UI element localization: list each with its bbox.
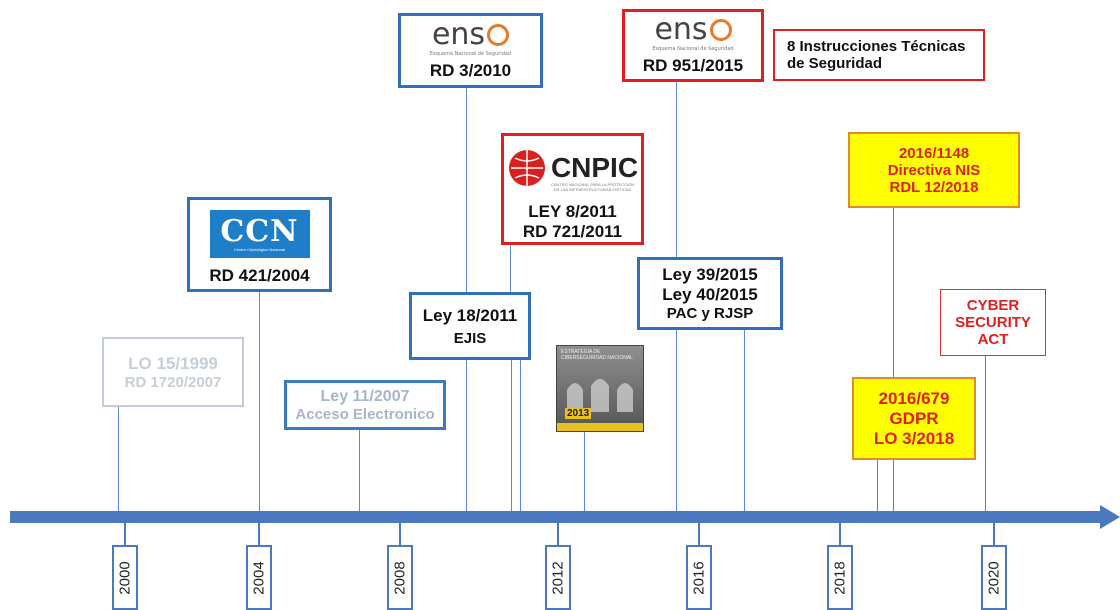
csa-line2: SECURITY (955, 314, 1031, 331)
connector-book (584, 430, 585, 511)
cover-title: ESTRATEGIA DE CIBERSEGURIDAD NACIONAL (557, 346, 643, 361)
timeline-arrow-icon (1100, 505, 1120, 529)
year-text-2004: 2004 (251, 561, 268, 594)
year-label-2012: 2012 (545, 545, 571, 610)
tick-2016 (698, 523, 700, 545)
connector-ley39 (744, 328, 745, 511)
year-label-2020: 2020 (981, 545, 1007, 610)
ley11-line1: Ley 11/2007 (321, 388, 410, 406)
connector-gdpr (877, 460, 878, 511)
gdpr-box: 2016/679 GDPR LO 3/2018 (852, 377, 976, 460)
connector-lo1999 (118, 406, 119, 511)
ley18-line1: Ley 18/2011 (423, 306, 518, 326)
tick-2012 (557, 523, 559, 545)
ccn-logo-text: CCN (220, 217, 298, 247)
nis-line3: RDL 12/2018 (890, 179, 979, 196)
lo1999-line1: LO 15/1999 (128, 354, 218, 374)
year-label-2000: 2000 (112, 545, 138, 610)
nis-box: 2016/1148 Directiva NIS RDL 12/2018 (848, 132, 1020, 208)
year-text-2016: 2016 (691, 561, 708, 594)
nis-line2: Directiva NIS (888, 162, 981, 179)
ley39-line3: PAC y RJSP (667, 305, 753, 322)
ens-logo-sub-2015: Esquema Nacional de Seguridad (652, 47, 733, 52)
tick-2018 (839, 523, 841, 545)
ley11-box: Ley 11/2007 Acceso Electronico (284, 380, 446, 430)
lo1999-box: LO 15/1999 RD 1720/2007 (102, 337, 244, 407)
year-text-2000: 2000 (117, 561, 134, 594)
cnpic-box: CNPIC CENTRO NACIONAL PARA LA PROTECCIÓN… (501, 133, 644, 245)
gdpr-line1: 2016/679 (879, 389, 950, 409)
ley39-line1: Ley 39/2015 (662, 265, 757, 285)
connector-ccn (259, 290, 260, 511)
ccn-label: RD 421/2004 (209, 266, 309, 286)
year-text-2012: 2012 (550, 561, 567, 594)
year-text-2008: 2008 (392, 561, 409, 594)
ens-logo-circle-icon-2015 (710, 19, 732, 41)
cover-arches-icon (557, 372, 643, 412)
year-label-2016: 2016 (686, 545, 712, 610)
csa-line1: CYBER (967, 297, 1020, 314)
strategy-2013-cover: ESTRATEGIA DE CIBERSEGURIDAD NACIONAL 20… (556, 345, 644, 432)
ens-logo: ens Esquema Nacional de Seguridad (430, 20, 511, 57)
connector-cnpic-b (520, 358, 521, 511)
tick-2020 (993, 523, 995, 545)
ley11-line2: Acceso Electronico (295, 406, 434, 423)
gdpr-line2: GDPR (889, 409, 938, 429)
year-text-2018: 2018 (832, 561, 849, 594)
tick-2004 (258, 523, 260, 545)
ley39-line2: Ley 40/2015 (662, 285, 757, 305)
tick-2008 (399, 523, 401, 545)
ens2015-box: ens Esquema Nacional de Seguridad RD 951… (622, 9, 764, 82)
cover-band (557, 423, 643, 431)
ens2015-label: RD 951/2015 (643, 56, 743, 76)
ens2010-label: RD 3/2010 (430, 61, 511, 81)
nis-line1: 2016/1148 (899, 145, 969, 162)
connector-ley11 (359, 430, 360, 511)
ccn-logo: CCN Centro Criptológico Nacional (210, 210, 310, 258)
year-label-2004: 2004 (246, 545, 272, 610)
instrucciones-box: 8 Instrucciones Técnicas de Seguridad (773, 29, 985, 81)
csa-line3: ACT (978, 331, 1009, 348)
timeline-axis (10, 511, 1102, 523)
ley18-box: Ley 18/2011 EJIS (409, 292, 531, 360)
year-label-2018: 2018 (827, 545, 853, 610)
instrucciones-line1: 8 Instrucciones Técnicas (787, 38, 965, 55)
year-text-2020: 2020 (986, 561, 1003, 594)
ccn-logo-sub: Centro Criptológico Nacional (234, 247, 285, 252)
csa-box: CYBER SECURITY ACT (940, 289, 1046, 356)
cnpic-globe-icon (507, 148, 547, 188)
ens-logo-text: ens (432, 17, 485, 52)
ens2010-box: ens Esquema Nacional de Seguridad RD 3/2… (398, 13, 543, 88)
ley39-box: Ley 39/2015 Ley 40/2015 PAC y RJSP (637, 257, 783, 330)
cnpic-line1: LEY 8/2011 (528, 202, 617, 222)
connector-ley18 (511, 358, 512, 511)
instrucciones-line2: de Seguridad (787, 55, 882, 72)
ens-logo-2015: ens Esquema Nacional de Seguridad (652, 15, 733, 52)
gdpr-line3: LO 3/2018 (874, 429, 954, 449)
ens-logo-sub: Esquema Nacional de Seguridad (430, 52, 511, 57)
connector-nis (893, 207, 894, 511)
ens-logo-text-2015: ens (654, 12, 707, 47)
cnpic-line2: RD 721/2011 (523, 222, 622, 242)
cnpic-logo-text: CNPIC (551, 152, 638, 184)
cover-year: 2013 (565, 408, 591, 419)
cnpic-logo-sub: CENTRO NACIONAL PARA LA PROTECCIÓN DE LA… (548, 182, 638, 192)
ens-logo-circle-icon (487, 24, 509, 46)
lo1999-line2: RD 1720/2007 (125, 374, 222, 391)
tick-2000 (124, 523, 126, 545)
ccn-box: CCN Centro Criptológico Nacional RD 421/… (187, 197, 332, 292)
year-label-2008: 2008 (387, 545, 413, 610)
ley18-line2: EJIS (454, 330, 487, 347)
connector-csa (985, 355, 986, 511)
